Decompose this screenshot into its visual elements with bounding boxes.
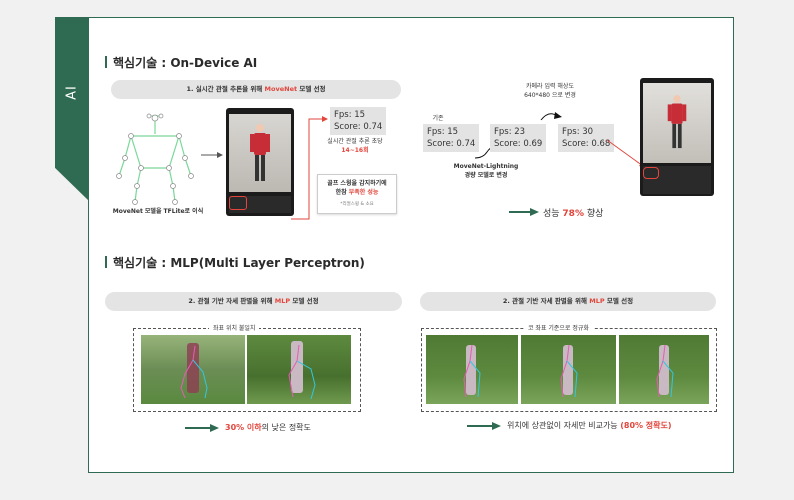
pill-text: 2. 관절 기반 자세 판별을 위해 (502, 297, 590, 305)
score-value: Score: 0.68 (562, 139, 611, 149)
section1-title: 핵심기술 : On-Device AI (105, 54, 257, 71)
pill-highlight: MLP (589, 297, 605, 305)
skeleton-caption: MoveNet 모델을 TFLite로 이식 (112, 208, 204, 215)
caption-text: 한참 (335, 189, 349, 196)
result-highlight: 78% (562, 209, 584, 219)
fps-box-lightning: Fps: 23 Score: 0.69 (490, 124, 547, 152)
phone-screenshot (226, 108, 294, 216)
skeleton-overlay (180, 345, 208, 399)
result-highlight: 30% 이하 (225, 423, 262, 432)
section1-pill: 1. 실시간 관절 추론을 위해 MoveNet 모델 선정 (111, 80, 401, 99)
result-text: 의 낮은 정확도 (261, 423, 311, 432)
result-text: 향상 (583, 209, 604, 219)
pill-text: 모델 선정 (290, 297, 319, 305)
fps-value: Fps: 15 (334, 110, 366, 120)
fps-value: Fps: 15 (427, 127, 459, 137)
fps-box-camera: Fps: 30 Score: 0.68 (558, 124, 615, 152)
skeleton-overlay (656, 344, 674, 398)
caption-line: 640*480 으로 변경 (524, 92, 576, 99)
score-value: Score: 0.74 (334, 122, 383, 132)
golf-photo-right-1 (426, 335, 518, 404)
curve-arrow-icon (540, 112, 562, 121)
score-value: Score: 0.69 (494, 139, 543, 149)
skeleton-diagram (116, 113, 194, 205)
caption-note: *리얼스윙 & 소요 (340, 202, 374, 207)
pill-text: 2. 관절 기반 자세 판별을 위해 (188, 297, 275, 305)
pill-highlight: MoveNet (264, 85, 298, 93)
result-text: 위치에 상관없이 자세만 비교가능 (507, 421, 621, 430)
pill-highlight: MLP (274, 297, 291, 305)
inference-caption: 실시간 관절 추론 초당 14~16회 (319, 137, 391, 155)
person-figure (250, 124, 270, 181)
pill-text: 1. 실시간 관절 추론을 위해 (186, 85, 265, 93)
skeleton-overlay (463, 344, 481, 398)
fps-value: Fps: 30 (562, 127, 594, 137)
mismatch-result: 30% 이하의 낮은 정확도 (225, 422, 311, 433)
green-arrow-icon (467, 422, 501, 430)
camera-caption: 카메라 입력 해상도 640*480 으로 변경 (514, 82, 586, 100)
score-value: Score: 0.74 (427, 139, 476, 149)
mismatch-label: 좌표 위치 불일치 (209, 323, 260, 332)
slide: 핵심기술 : On-Device AI 1. 실시간 관절 추론을 위해 Mov… (88, 17, 734, 473)
pill-text: 모델 선정 (297, 85, 326, 93)
golf-caption-box: 골프 스윙을 감지하기에 한참 부족한 성능 *리얼스윙 & 소요 (317, 174, 397, 214)
caption-highlight: 부족한 성능 (348, 189, 379, 196)
caption-line: 카메라 입력 해상도 (526, 83, 574, 90)
tablet-screenshot (640, 78, 714, 196)
result-text: 성능 (543, 209, 563, 219)
caption-line: MoveNet-Lightning (453, 163, 519, 170)
caption-line: 경량 모델로 변경 (464, 172, 508, 179)
caption-line: 한참 부족한 성능 (318, 188, 396, 197)
caption-highlight: 14~16회 (341, 147, 369, 154)
green-arrow-icon (185, 424, 219, 432)
golf-photo-right-3 (619, 335, 709, 404)
caption-line: 실시간 관절 추론 초당 (327, 138, 383, 145)
arrow-icon (201, 152, 223, 158)
performance-result: 성능 78% 향상 (543, 206, 603, 219)
section2-pill-left: 2. 관절 기반 자세 판별을 위해 MLP 모델 선정 (105, 292, 402, 311)
golf-photo-right-2 (521, 335, 616, 404)
golf-photo-left-2 (247, 335, 351, 404)
side-tab: AI (55, 17, 89, 201)
section2-pill-right: 2. 관절 기반 자세 판별을 위해 MLP 모델 선정 (420, 292, 716, 311)
red-arrow-icon (291, 116, 328, 220)
result-highlight: (80% 정확도) (620, 421, 672, 430)
section2-title: 핵심기술 : MLP(Multi Layer Perceptron) (105, 254, 365, 271)
fps-box-initial: Fps: 15 Score: 0.74 (330, 107, 387, 135)
skeleton-overlay (560, 344, 578, 398)
person-figure (667, 95, 687, 149)
normalized-result: 위치에 상관없이 자세만 비교가능 (80% 정확도) (507, 420, 672, 431)
golf-photo-left-1 (141, 335, 245, 404)
side-tab-label: AI (64, 85, 80, 100)
green-arrow-icon (509, 208, 539, 216)
fps-box-baseline: Fps: 15 Score: 0.74 (423, 124, 480, 152)
fps-value: Fps: 23 (494, 127, 526, 137)
baseline-label: 기존 (432, 115, 444, 122)
pill-text: 모델 선정 (604, 297, 634, 305)
normalized-label: 코 좌표 기준으로 정규화 (524, 323, 593, 332)
skeleton-overlay (288, 344, 316, 400)
lightning-caption: MoveNet-Lightning 경량 모델로 변경 (441, 162, 531, 180)
caption-line: 골프 스윙을 감지하기에 (327, 180, 387, 187)
